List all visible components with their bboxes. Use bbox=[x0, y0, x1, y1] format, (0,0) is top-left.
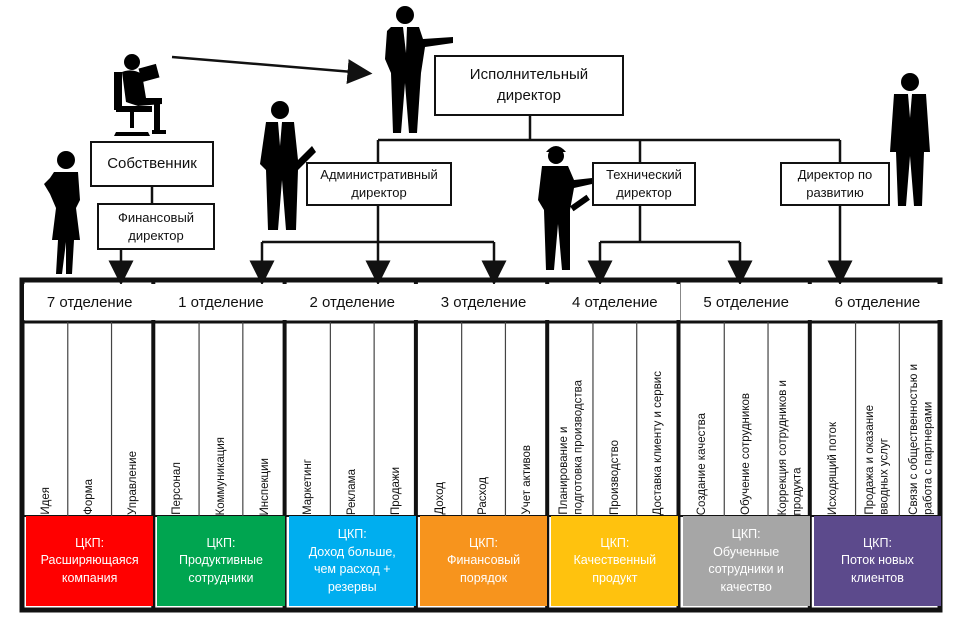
ckp-box: ЦКП: Обученные сотрудники и качество bbox=[682, 516, 810, 606]
ckp-box: ЦКП: Расширяющаяся компания bbox=[26, 516, 154, 606]
function-cell: Коммуникация bbox=[199, 327, 243, 515]
fin-director-box: Финансовый директор bbox=[97, 203, 215, 250]
function-cell: Доставка клиенту и сервис bbox=[637, 327, 681, 515]
function-cell: Связи с общественностью и работа с партн… bbox=[899, 327, 943, 515]
function-label: Создание качества bbox=[696, 412, 709, 515]
function-label: Доставка клиенту и сервис bbox=[652, 370, 665, 515]
function-label: Маркетинг bbox=[302, 459, 315, 515]
function-label: Производство bbox=[608, 440, 621, 515]
department-title: 5 отделение bbox=[680, 284, 812, 320]
function-cell: Исходящий поток bbox=[812, 327, 856, 515]
department-title: 6 отделение bbox=[811, 284, 944, 320]
department-title: 1 отделение bbox=[155, 284, 287, 320]
function-cell: Создание качества bbox=[681, 327, 725, 515]
function-cell: Расход bbox=[462, 327, 506, 515]
function-label: Идея bbox=[39, 487, 52, 515]
function-label: Планирование и подготовка производства bbox=[557, 380, 585, 515]
person-laptop-icon bbox=[114, 54, 166, 136]
function-cell: Планирование и подготовка производства bbox=[549, 327, 593, 515]
function-cell: Учет активов bbox=[505, 327, 549, 515]
function-label: Обучение сотрудников bbox=[739, 393, 752, 515]
function-cell: Персонал bbox=[155, 327, 199, 515]
function-label: Доход bbox=[433, 482, 446, 515]
ckp-box: ЦКП: Доход больше, чем расход + резервы bbox=[288, 516, 416, 606]
function-cell: Доход bbox=[418, 327, 462, 515]
woman-folder-icon bbox=[44, 151, 80, 274]
function-cell: Реклама bbox=[330, 327, 374, 515]
person-helmet-icon bbox=[538, 146, 592, 270]
function-label: Управление bbox=[127, 451, 140, 515]
function-label: Коммуникация bbox=[214, 436, 227, 515]
owner-box: Собственник bbox=[90, 141, 214, 187]
function-label: Расход bbox=[477, 477, 490, 515]
person-pointing-icon bbox=[385, 6, 453, 133]
person-standing-icon bbox=[890, 73, 930, 206]
function-label: Персонал bbox=[170, 462, 183, 515]
function-cell: Маркетинг bbox=[287, 327, 331, 515]
department-title: 3 отделение bbox=[417, 284, 550, 320]
function-cell: Управление bbox=[112, 327, 156, 515]
admin-director-box: Административный директор bbox=[306, 162, 452, 206]
function-cell: Инспекции bbox=[243, 327, 287, 515]
function-cell: Идея bbox=[24, 327, 68, 515]
function-cell: Продажи bbox=[374, 327, 418, 515]
ckp-box: ЦКП: Поток новых клиентов bbox=[813, 516, 942, 606]
function-label: Исходящий поток bbox=[827, 421, 840, 515]
function-label: Продажи bbox=[389, 466, 402, 515]
function-label: Связи с общественностью и работа с партн… bbox=[907, 364, 935, 515]
function-label: Форма bbox=[83, 479, 96, 515]
function-cell: Обучение сотрудников bbox=[724, 327, 768, 515]
department-title: 7 отделение bbox=[24, 284, 156, 320]
ckp-box: ЦКП: Качественный продукт bbox=[551, 516, 679, 606]
person-folder-icon bbox=[260, 101, 316, 230]
owner-to-exec-arrow bbox=[171, 55, 373, 85]
function-label: Инспекции bbox=[258, 457, 271, 515]
function-label: Продажа и оказание вводных услуг bbox=[864, 405, 891, 515]
function-label: Учет активов bbox=[521, 445, 534, 515]
function-cell: Продажа и оказание вводных услуг bbox=[856, 327, 900, 515]
tech-director-box: Технический директор bbox=[592, 162, 696, 206]
ckp-box: ЦКП: Финансовый порядок bbox=[419, 516, 548, 606]
function-label: Коррекция сотрудников и продукта bbox=[776, 379, 803, 515]
department-title: 2 отделение bbox=[286, 284, 418, 320]
function-cell: Производство bbox=[593, 327, 637, 515]
function-cell: Коррекция сотрудников и продукта bbox=[768, 327, 812, 515]
function-cell: Форма bbox=[68, 327, 112, 515]
dev-director-box: Директор по развитию bbox=[780, 162, 890, 206]
department-title: 4 отделение bbox=[549, 284, 681, 320]
exec-director-box: Исполнительный директор bbox=[434, 55, 624, 116]
function-label: Реклама bbox=[346, 468, 359, 515]
ckp-box: ЦКП: Продуктивные сотрудники bbox=[157, 516, 285, 606]
